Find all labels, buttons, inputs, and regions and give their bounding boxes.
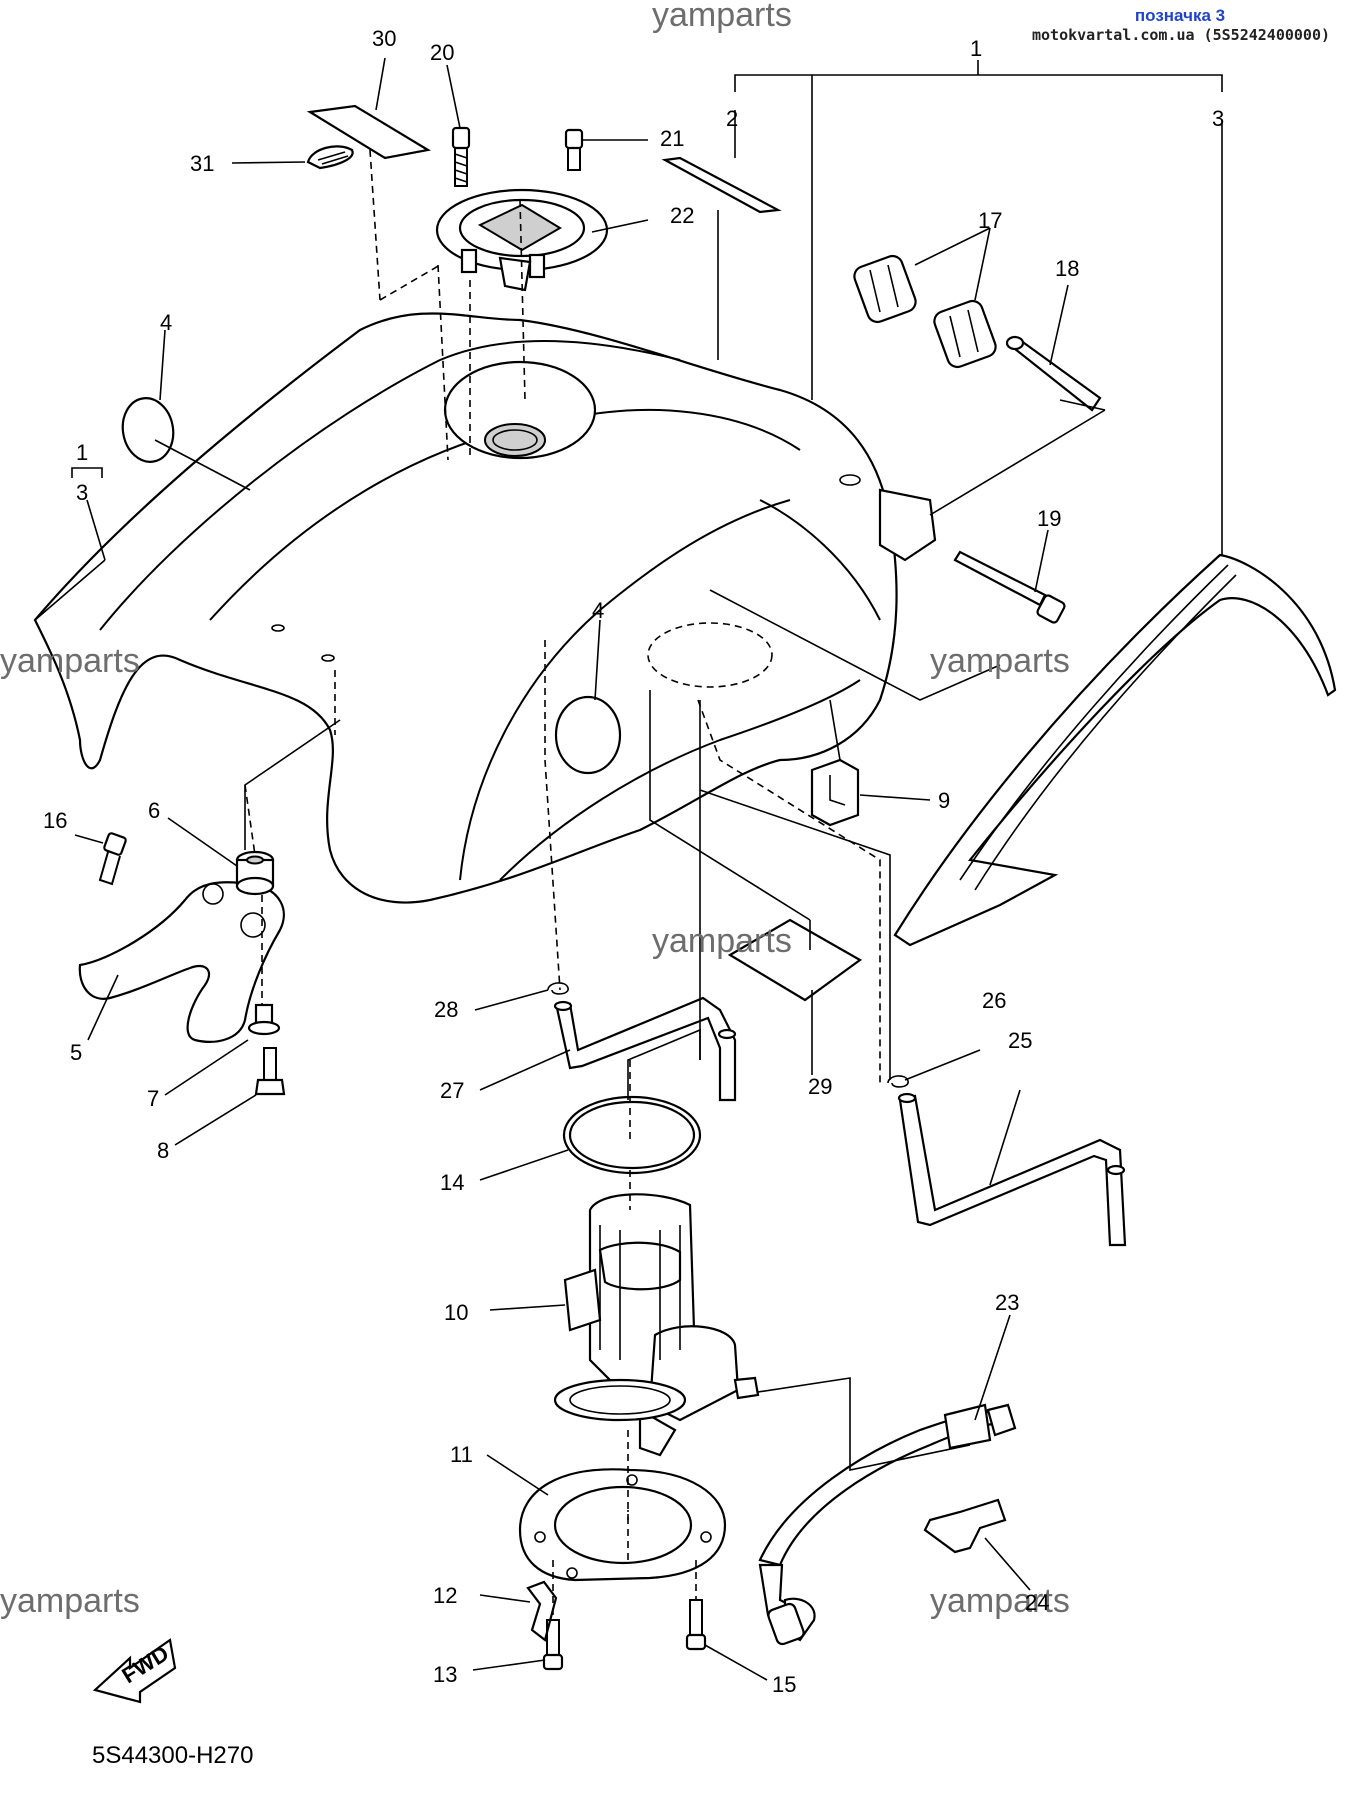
leader-lines [34,57,1223,1681]
callout-11: 11 [450,1442,473,1467]
callout-28: 28 [434,997,458,1022]
callout-20: 20 [430,40,454,65]
callout-17: 17 [978,208,1002,233]
callout-4: 4 [592,598,604,623]
bolt-16 [98,832,127,886]
watermark-top: yamparts [652,0,792,34]
callout-19: 19 [1037,506,1061,531]
clip-28 [547,982,569,995]
callout-27: 27 [440,1078,464,1103]
bolt-21 [564,128,584,171]
damper-17 [853,254,997,369]
callout-25: 25 [1008,1028,1032,1053]
diagram-code: 5S44300-H270 [92,1742,254,1769]
bolt-20 [451,126,471,187]
label-30 [306,104,432,160]
callout-24: 24 [1025,1590,1049,1615]
clip-26 [887,1075,909,1088]
side-cover-3 [893,553,1337,947]
callout-23: 23 [995,1290,1019,1315]
watermark: yamparts [0,642,140,680]
callout-29: 29 [808,1074,832,1099]
decal-4-left [121,397,175,463]
hose-27 [555,996,737,1102]
callout-6: 6 [148,798,160,823]
sheet-29 [727,918,863,1002]
callout-18: 18 [1055,256,1079,281]
damper-6 [235,850,275,896]
tag-label: позначка 3 [1134,6,1226,25]
callout-31: 31 [190,151,214,176]
bracket-5 [78,881,285,1043]
watermark: yamparts [652,922,792,960]
gasket-2 [661,156,782,214]
clip-12 [526,1580,558,1642]
group-label-top: 1 [76,440,88,465]
watermark: yamparts [930,642,1070,680]
bolt-8 [254,1047,286,1096]
collar-7 [247,1003,281,1036]
callout-2: 2 [726,106,738,131]
decal-4-right [554,695,622,775]
callout-12: 12 [433,1583,457,1608]
fuel-pump-10 [553,1193,760,1457]
screw-13 [542,1619,564,1671]
gasket-11 [518,1468,727,1582]
callout-1: 1 [970,36,982,61]
callout-30: 30 [372,26,396,51]
callout-15: 15 [772,1672,796,1697]
filler-cap-22 [435,188,609,292]
callout-16: 16 [43,808,67,833]
callout-labels: 1 2 3 4 4 5 6 7 8 9 10 11 12 13 14 15 16… [43,26,1224,1697]
callout-26: 26 [982,988,1006,1013]
bolt-19 [953,550,1066,624]
o-ring-14 [562,1095,702,1175]
source-label: motokvartal.com.ua (5S5242400000) [1031,26,1330,44]
clamp-24 [923,1498,1007,1554]
group-label-bottom: 3 [76,480,88,505]
callout-22: 22 [670,203,694,228]
pad-9 [810,758,860,827]
fuel-tank [33,312,937,904]
callout-9: 9 [938,788,950,813]
part-31 [306,145,354,170]
callout-21: 21 [660,126,684,151]
rod-18 [1007,338,1102,412]
hose-25 [898,1094,1127,1247]
callout-14: 14 [440,1170,464,1195]
callout-13: 13 [433,1662,457,1687]
fwd-arrow-icon: FWD [92,1638,177,1704]
callout-10: 10 [444,1300,468,1325]
callout-4: 4 [160,310,172,335]
callout-3: 3 [1212,106,1224,131]
watermark: yamparts [930,1582,1070,1620]
screw-15 [685,1599,707,1651]
callout-7: 7 [147,1086,159,1111]
callout-8: 8 [157,1138,169,1163]
callout-5: 5 [70,1040,82,1065]
watermark: yamparts [0,1582,140,1620]
